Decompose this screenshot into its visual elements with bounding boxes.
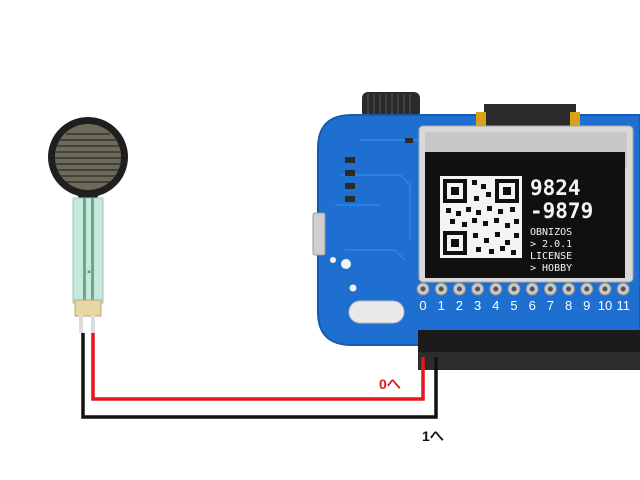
solder-pad-hole-9: [584, 286, 590, 292]
solder-pad-hole-10: [602, 286, 608, 292]
pin-label-11: 11: [616, 298, 630, 313]
pin-label-8: 8: [565, 298, 572, 313]
oled-license-value: > HOBBY: [530, 263, 572, 274]
solder-pad-hole-8: [566, 286, 572, 292]
wire-black: [81, 333, 438, 419]
mounting-slot: [348, 300, 405, 324]
wire-red-label: 0へ: [379, 376, 401, 392]
pin-header-base: [418, 352, 640, 370]
pin-header: [418, 330, 640, 356]
oled-clip-left: [476, 112, 486, 134]
solder-pad-hole-2: [456, 286, 462, 292]
oled-device-id-2: -9879: [530, 199, 593, 223]
oled-clip-right: [570, 112, 580, 134]
wire-black-label: 1へ: [422, 428, 444, 444]
sensor-connector: [74, 299, 102, 317]
pin-label-6: 6: [529, 298, 536, 313]
smd-components: [345, 138, 413, 202]
pin-label-3: 3: [474, 298, 481, 313]
solder-pad-hole-4: [493, 286, 499, 292]
solder-pad-hole-1: [438, 286, 444, 292]
sensor-trace-left: [83, 198, 86, 303]
force-sensor: ×: [48, 117, 128, 333]
oled-device-id-1: 9824: [530, 176, 581, 200]
solder-pad-hole-11: [620, 286, 626, 292]
solder-pad-hole-0: [420, 286, 426, 292]
rotary-knob: [362, 92, 420, 118]
sensor-mark: ×: [87, 268, 91, 276]
solder-pad-hole-6: [529, 286, 535, 292]
pin-label-7: 7: [547, 298, 554, 313]
pin-label-9: 9: [583, 298, 590, 313]
oled-os-version: > 2.0.1: [530, 239, 572, 250]
pin-label-1: 1: [438, 298, 445, 313]
solder-pad-hole-3: [475, 286, 481, 292]
wires: 0へ 1へ: [81, 333, 444, 444]
sensor-pad-traces: [55, 133, 121, 183]
qr-code: [440, 176, 522, 258]
pin-label-0: 0: [419, 298, 426, 313]
board-hole-2: [349, 284, 357, 292]
pin-label-2: 2: [456, 298, 463, 313]
oled-info: 9824 -9879 OBNIZOS > 2.0.1 LICENSE > HOB…: [530, 176, 593, 274]
board-traces: [335, 139, 420, 261]
header-solder-pads: [416, 282, 630, 296]
obniz-board: 9824 -9879 OBNIZOS > 2.0.1 LICENSE > HOB…: [312, 92, 640, 370]
oled-os-name: OBNIZOS: [530, 227, 572, 238]
board-hole-1: [341, 259, 351, 269]
pin-label-10: 10: [598, 298, 612, 313]
sensor-trace-right: [91, 198, 94, 303]
usb-connector: [312, 212, 326, 256]
sensor-pin-right: [91, 315, 95, 333]
solder-pad-hole-7: [547, 286, 553, 292]
pin-label-5: 5: [510, 298, 517, 313]
solder-pad-hole-5: [511, 286, 517, 292]
board-hole-3: [330, 257, 336, 263]
sensor-pin-left: [79, 315, 83, 333]
sensor-strip: [72, 197, 104, 304]
wire-red: [91, 333, 425, 401]
pin-label-4: 4: [492, 298, 499, 313]
oled-license-label: LICENSE: [530, 251, 572, 262]
